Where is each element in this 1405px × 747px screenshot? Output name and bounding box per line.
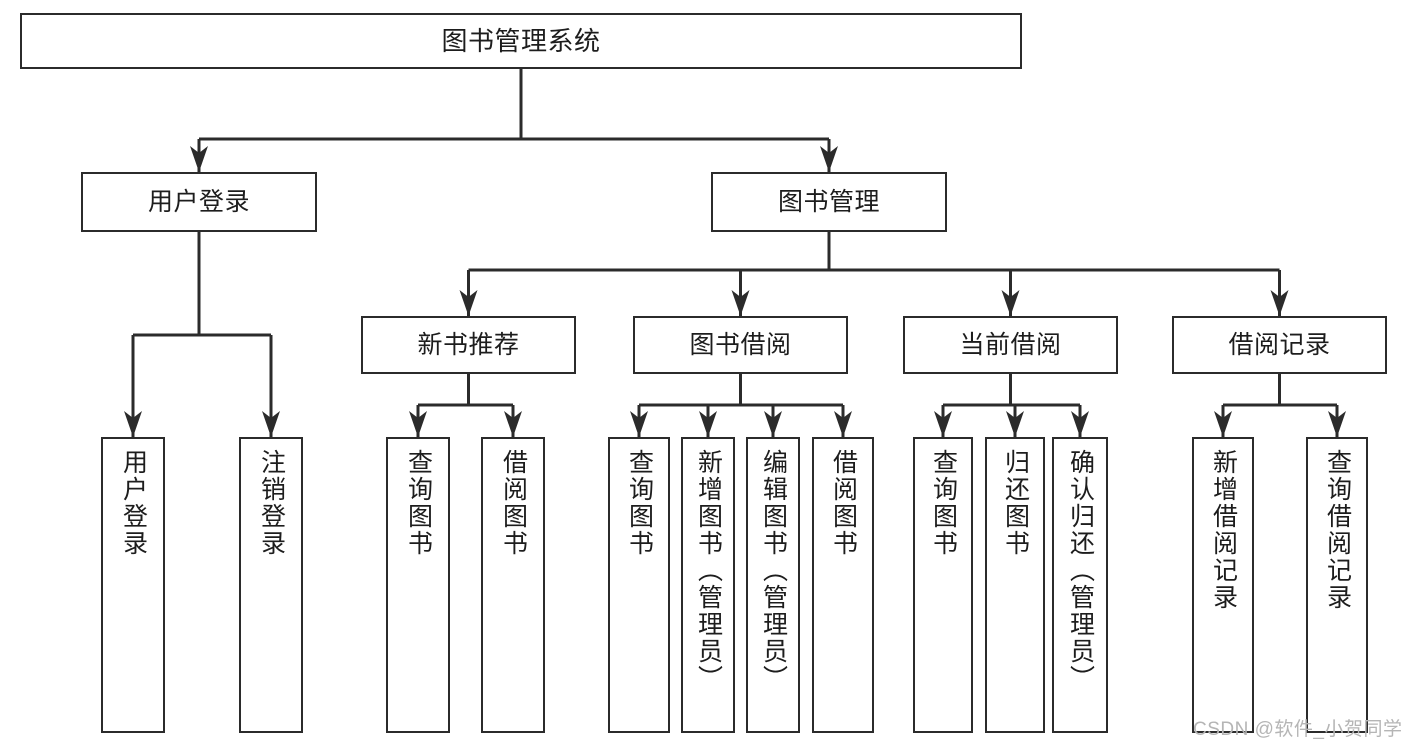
watermark-text: CSDN @软件_小贺同学 [1193,719,1403,740]
leaf-borrow-books[interactable]: 借阅图书 [812,437,874,733]
node-book-borrowing[interactable]: 图书借阅 [633,316,848,374]
node-label: 图书管理 [777,187,880,216]
leaf-query-books-borrowing[interactable]: 查询图书 [608,437,670,733]
node-label: 查询借阅记录 [1323,449,1352,611]
node-label: 新增图书（管理员） [694,449,723,692]
node-label: 图书管理系统 [441,25,601,56]
node-label: 用户登录 [147,187,250,216]
leaf-add-borrowing-record[interactable]: 新增借阅记录 [1192,437,1254,733]
leaf-borrow-books-recommendation[interactable]: 借阅图书 [481,437,545,733]
node-label: 查询图书 [929,449,958,557]
node-label: 借阅记录 [1228,330,1331,359]
leaf-logout[interactable]: 注销登录 [239,437,303,733]
node-label: 归还图书 [1001,449,1030,557]
node-label: 查询图书 [404,449,433,557]
node-label: 当前借阅 [959,330,1062,359]
node-label: 借阅图书 [829,449,858,557]
node-root-book-management-system[interactable]: 图书管理系统 [20,13,1022,69]
leaf-confirm-return-admin[interactable]: 确认归还（管理员） [1052,437,1108,733]
leaf-edit-book-admin[interactable]: 编辑图书（管理员） [746,437,800,733]
leaf-return-books[interactable]: 归还图书 [985,437,1045,733]
leaf-add-book-admin[interactable]: 新增图书（管理员） [681,437,735,733]
leaf-user-login[interactable]: 用户登录 [101,437,165,733]
node-label: 用户登录 [119,449,148,557]
node-user-login[interactable]: 用户登录 [81,172,317,232]
node-label: 借阅图书 [499,449,528,557]
node-new-book-recommendation[interactable]: 新书推荐 [361,316,576,374]
leaf-query-books-recommendation[interactable]: 查询图书 [386,437,450,733]
node-label: 编辑图书（管理员） [759,449,788,692]
node-label: 注销登录 [257,449,286,557]
node-borrowing-records[interactable]: 借阅记录 [1172,316,1387,374]
node-label: 图书借阅 [689,330,792,359]
node-book-management[interactable]: 图书管理 [711,172,947,232]
leaf-query-borrowing-record[interactable]: 查询借阅记录 [1306,437,1368,733]
node-label: 新书推荐 [417,330,520,359]
node-label: 查询图书 [625,449,654,557]
leaf-query-books-current[interactable]: 查询图书 [913,437,973,733]
node-current-borrowing[interactable]: 当前借阅 [903,316,1118,374]
node-label: 新增借阅记录 [1209,449,1238,611]
node-label: 确认归还（管理员） [1066,449,1095,692]
